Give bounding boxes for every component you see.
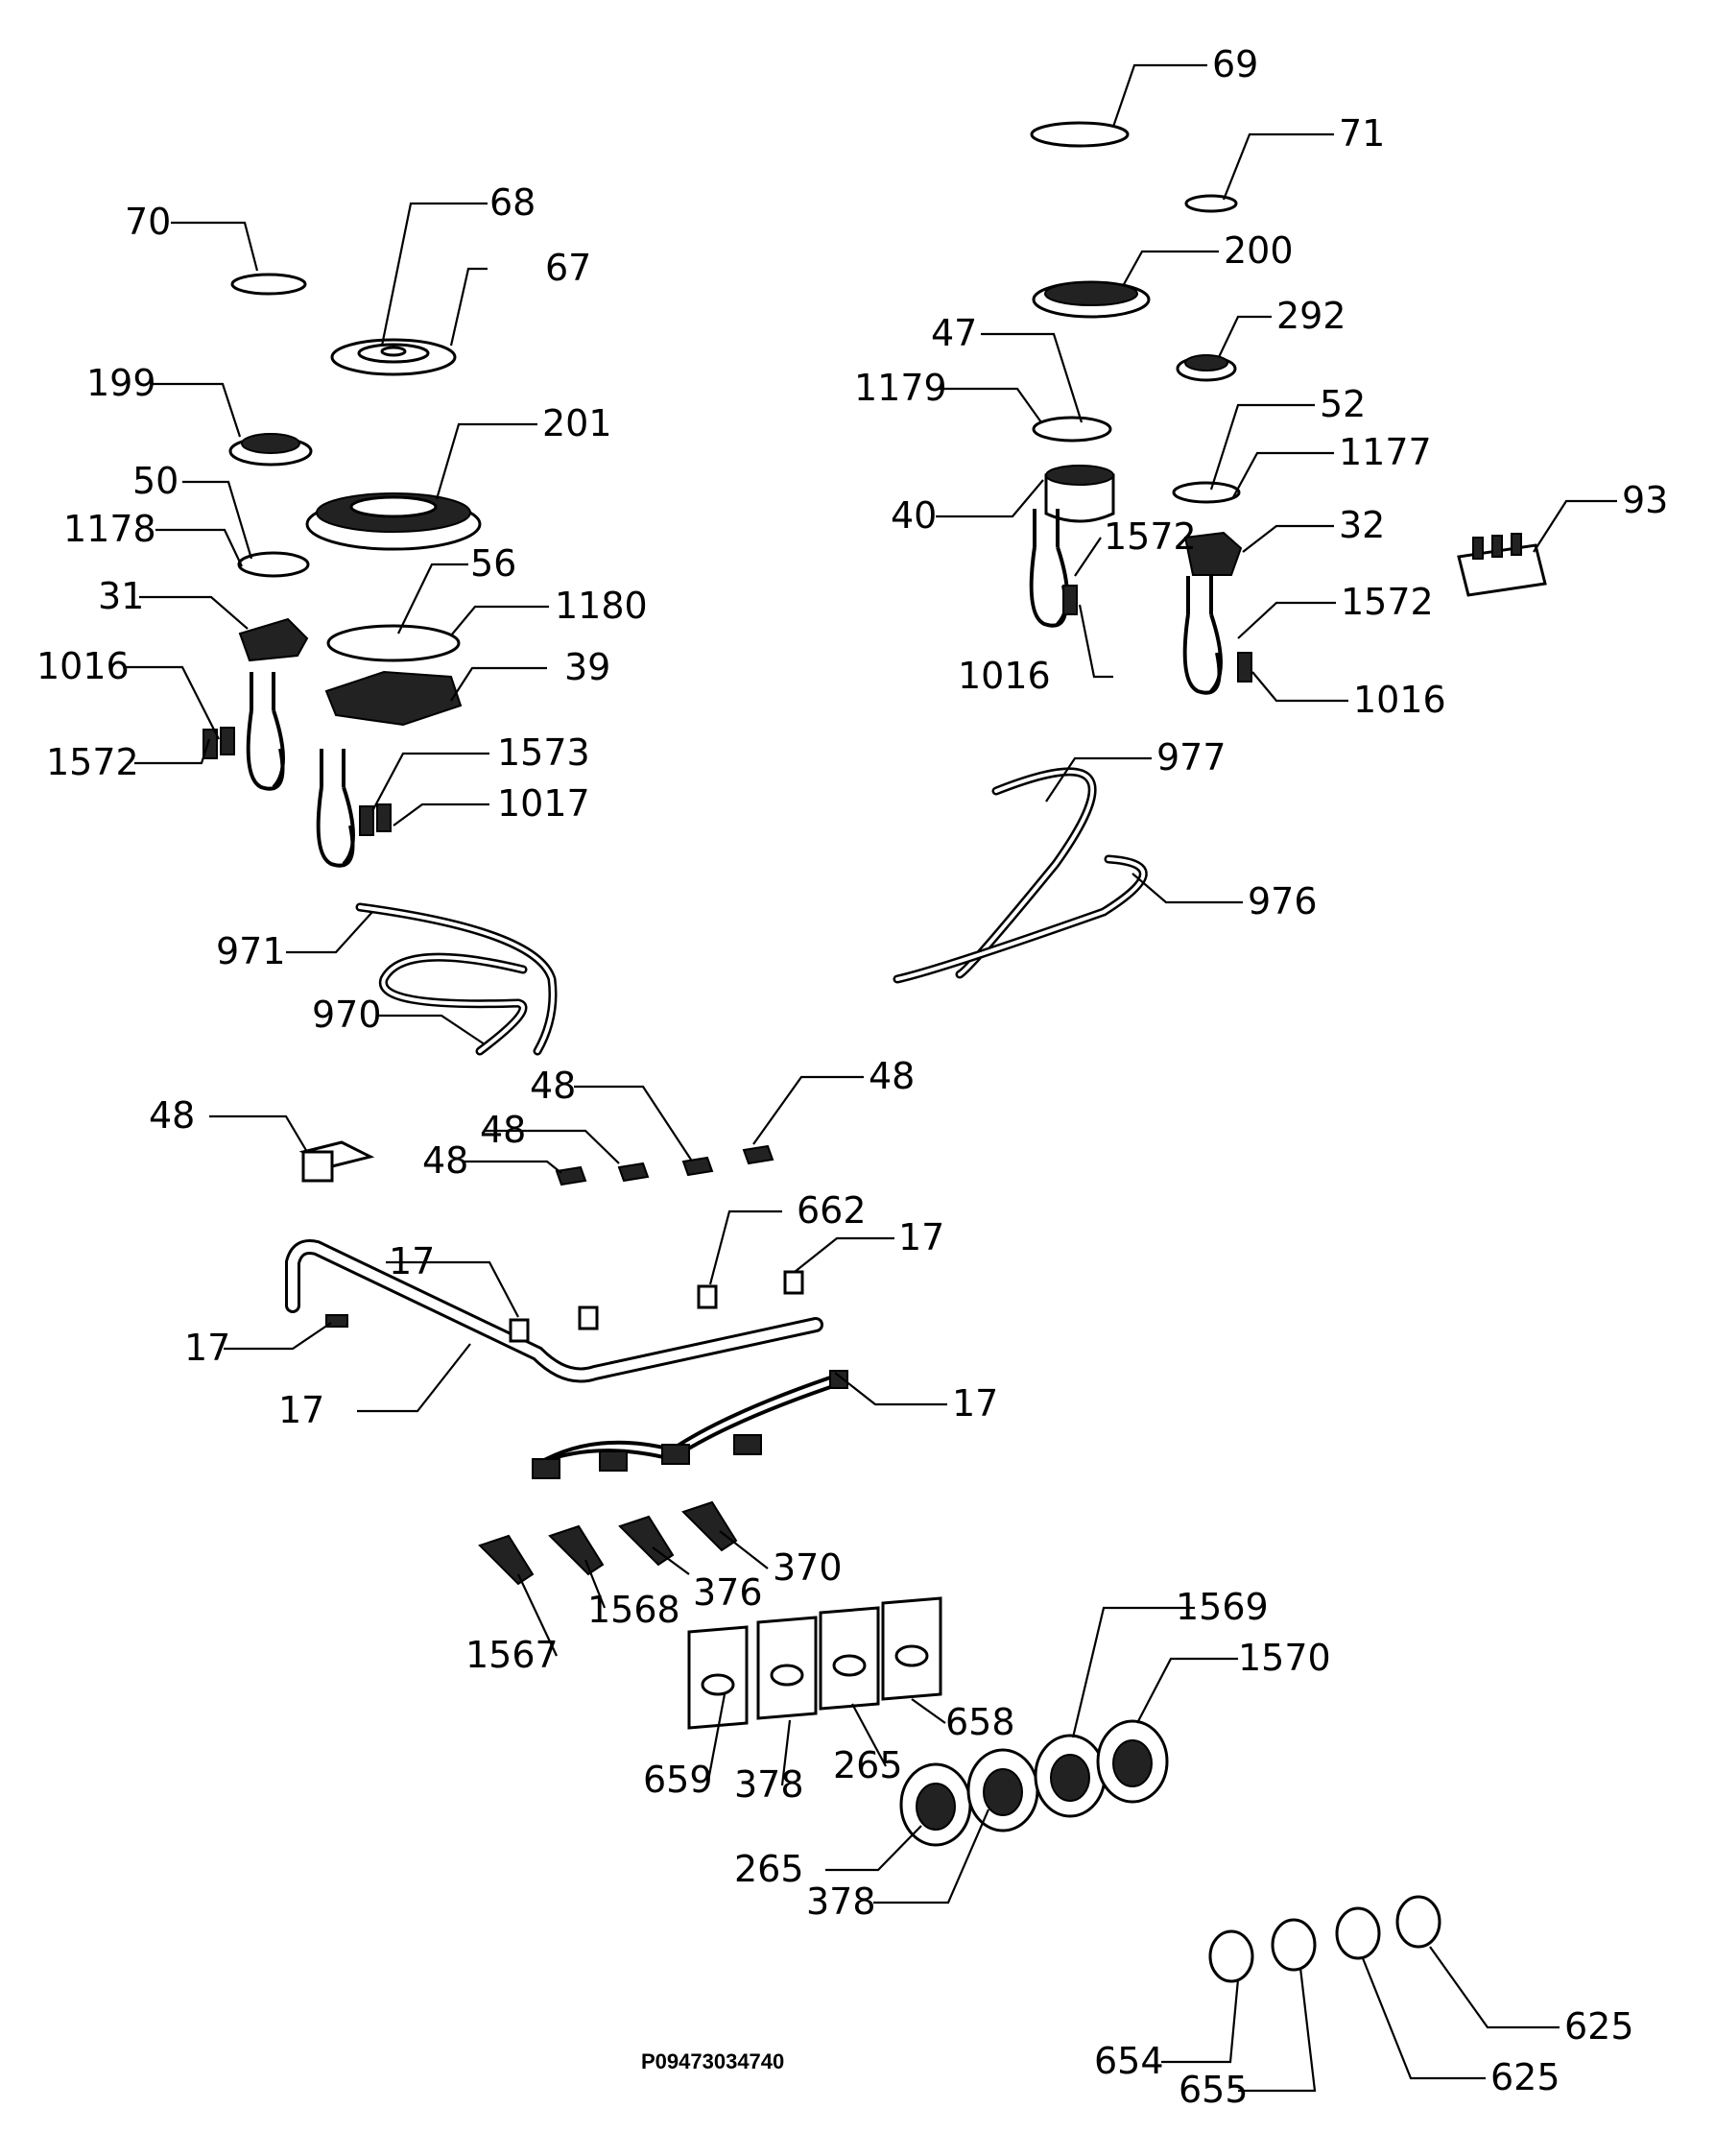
callout-label: 1016 [958,655,1051,697]
callout-label: 378 [734,1763,804,1806]
callout-label: 47 [931,312,977,354]
callout-label: 1570 [1238,1637,1331,1679]
callout-label: 977 [1156,736,1227,779]
callout-label: 17 [184,1327,230,1369]
callout-label: 71 [1339,112,1385,155]
callout-label: 292 [1276,295,1346,337]
callout-label: 1569 [1176,1586,1269,1628]
callout-label: 1179 [854,367,947,409]
part-shapes [202,121,1547,1983]
callout-label: 370 [773,1546,843,1589]
callout-label: 17 [278,1389,324,1431]
callout-label: 40 [891,494,937,537]
callout-label: 1572 [46,741,139,783]
callout-label: 970 [312,994,382,1036]
callout-label: 378 [806,1881,876,1923]
callout-label: 69 [1212,43,1258,85]
callout-label: 1180 [555,585,648,627]
callout-label: 1017 [497,782,590,825]
callout-label: 1568 [587,1589,680,1631]
callout-label: 265 [833,1744,903,1786]
callout-label: 93 [1622,479,1668,521]
callout-label: 199 [86,362,156,404]
callout-label: 976 [1248,880,1318,922]
callout-label: 1567 [465,1634,559,1676]
callout-label: 68 [489,181,536,224]
callout-label: 48 [149,1094,195,1137]
callout-label: 1572 [1104,515,1197,558]
callout-label: 67 [545,247,591,289]
callout-label: 376 [693,1571,763,1614]
callout-label: 200 [1224,229,1294,272]
diagram-code: P09473034740 [641,2049,784,2073]
callout-label: 31 [98,575,144,617]
callout-label: 32 [1339,504,1385,546]
callout-label: 1573 [497,731,590,774]
callout-label: 625 [1490,2056,1560,2098]
callout-label: 265 [734,1848,804,1890]
callout-label: 1016 [1353,679,1446,721]
callout-label: 654 [1094,2040,1164,2082]
callout-label: 50 [132,460,179,502]
callout-label: 48 [869,1055,915,1097]
callout-label: 70 [125,201,171,243]
callout-label: 659 [643,1759,713,1801]
callout-label: 662 [797,1189,867,1232]
callout-label: 625 [1564,2005,1634,2048]
callout-label: 17 [389,1240,435,1282]
callout-label: 48 [530,1065,576,1107]
callout-label: 48 [422,1139,468,1182]
callout-label: 971 [216,930,286,972]
callout-label: 48 [480,1109,526,1151]
callout-label: 658 [945,1701,1015,1743]
callout-label: 39 [564,646,610,688]
callout-labels: 70 68 67 199 201 50 1178 31 56 1180 1016… [36,43,1668,2111]
callout-label: 1016 [36,645,130,687]
callout-label: 1178 [63,508,156,550]
callout-label: 17 [898,1216,944,1258]
callout-label: 201 [542,402,612,444]
callout-label: 1572 [1341,581,1434,623]
callout-label: 17 [952,1382,998,1425]
callout-label: 56 [470,542,516,585]
leader-lines [123,63,1617,2093]
callout-label: 1177 [1339,431,1432,473]
callout-label: 52 [1320,383,1366,425]
callout-label: 655 [1179,2069,1249,2111]
